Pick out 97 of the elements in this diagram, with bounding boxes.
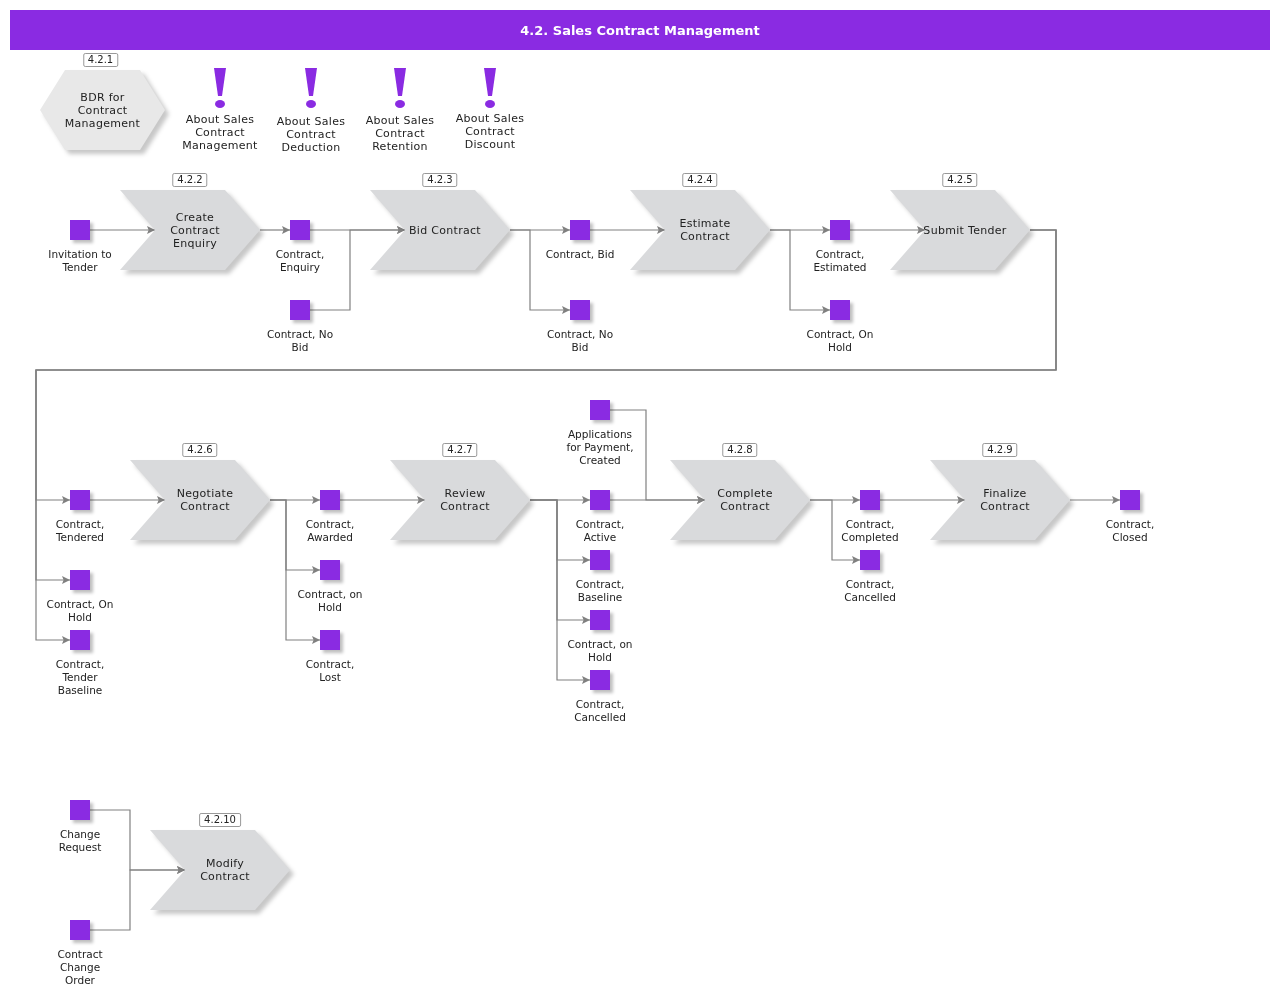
event-label: Contract, Cancelled <box>843 578 897 604</box>
event-square <box>70 570 90 590</box>
event-label: Contract, Tender Baseline <box>54 658 106 697</box>
event-label: Contract, Enquiry <box>274 248 326 274</box>
process-number: 4.2.2 <box>172 173 208 187</box>
event-square <box>590 550 610 570</box>
process-number: 4.2.1 <box>82 53 119 67</box>
arrow <box>339 496 426 504</box>
event-label: Contract, No Bid <box>265 328 335 354</box>
note-label: About Sales Contract Management <box>181 113 259 152</box>
event-label: Contract, No Bid <box>545 328 615 354</box>
arrow <box>89 496 166 504</box>
event-label: Contract, Closed <box>1104 518 1156 544</box>
process-label: Modify Contract <box>199 857 251 883</box>
event-label: Contract, on Hold <box>296 588 364 614</box>
event-square <box>860 490 880 510</box>
process-number: 4.2.6 <box>182 443 218 457</box>
process-step <box>890 190 1030 270</box>
process-step <box>370 190 510 270</box>
event-label: Contract, On Hold <box>45 598 115 624</box>
event-square <box>570 300 590 320</box>
event-label: Invitation to Tender <box>47 248 113 274</box>
process-number: 4.2.9 <box>982 443 1018 457</box>
title-bar: 4.2. Sales Contract Management <box>10 10 1270 50</box>
event-square <box>70 490 90 510</box>
event-square <box>590 490 610 510</box>
event-square <box>830 300 850 320</box>
process-label: Submit Tender <box>923 223 1007 237</box>
arrow <box>509 229 571 314</box>
event-label: Contract, On Hold <box>805 328 875 354</box>
event-label: Change Request <box>57 828 103 854</box>
event-square <box>70 220 90 240</box>
process-label: Create Contract Enquiry <box>169 210 221 250</box>
event-square <box>830 220 850 240</box>
event-square <box>320 630 340 650</box>
arrow <box>89 226 156 234</box>
event-label: Contract, Bid <box>545 248 615 261</box>
process-number: 4.2.3 <box>422 173 458 187</box>
process-number: 4.2.8 <box>722 443 758 457</box>
event-label: Contract, Cancelled <box>573 698 627 724</box>
event-label: Contract, Awarded <box>304 518 356 544</box>
event-label: Contract Change Order <box>56 948 104 985</box>
event-square <box>590 670 610 690</box>
process-step <box>150 830 290 910</box>
process-step <box>120 190 260 270</box>
note-label: About Sales Contract Deduction <box>275 115 347 154</box>
process-label: Bid Contract <box>409 223 481 237</box>
process-label: BDR for Contract Management <box>63 90 142 130</box>
note-label: About Sales Contract Discount <box>454 112 526 151</box>
process-label: Complete Contract <box>716 487 774 513</box>
arrow <box>769 229 831 314</box>
event-label: Contract, Lost <box>304 658 356 684</box>
arrow <box>259 226 291 234</box>
arrow <box>269 499 321 644</box>
event-square <box>70 630 90 650</box>
event-square <box>570 220 590 240</box>
process-number: 4.2.10 <box>199 813 241 827</box>
event-square <box>590 400 610 420</box>
process-step <box>670 460 810 540</box>
event-square <box>320 560 340 580</box>
process-label: Finalize Contract <box>979 487 1031 513</box>
process-step <box>130 460 270 540</box>
note-label: About Sales Contract Retention <box>364 114 436 153</box>
arrow <box>609 496 706 504</box>
event-square <box>70 920 90 940</box>
event-square <box>1120 490 1140 510</box>
process-step <box>930 460 1070 540</box>
process-number: 4.2.5 <box>942 173 978 187</box>
arrow <box>849 226 926 234</box>
process-step <box>390 460 530 540</box>
event-square <box>320 490 340 510</box>
event-square <box>590 610 610 630</box>
process-label: Estimate Contract <box>678 217 732 243</box>
event-square <box>70 800 90 820</box>
process-number: 4.2.7 <box>442 443 478 457</box>
event-label: Contract, Estimated <box>812 248 868 274</box>
process-number: 4.2.4 <box>682 173 718 187</box>
event-label: Contract, Active <box>574 518 626 544</box>
event-label: Contract, Baseline <box>574 578 626 604</box>
hexagon-box <box>40 70 165 150</box>
process-step <box>630 190 770 270</box>
event-label: Contract, on Hold <box>566 638 634 664</box>
event-square <box>860 550 880 570</box>
event-square <box>290 220 310 240</box>
event-label: Applications for Payment, Created <box>565 428 635 467</box>
event-label: Contract, Completed <box>840 518 900 544</box>
arrow <box>879 496 966 504</box>
arrow <box>1069 496 1121 504</box>
arrow <box>89 866 186 931</box>
process-label: Negotiate Contract <box>175 487 235 513</box>
arrow <box>529 499 591 684</box>
event-square <box>290 300 310 320</box>
arrow <box>589 226 666 234</box>
process-label: Review Contract <box>439 487 491 513</box>
arrow <box>309 226 406 311</box>
arrow <box>809 499 861 564</box>
event-label: Contract, Tendered <box>54 518 106 544</box>
